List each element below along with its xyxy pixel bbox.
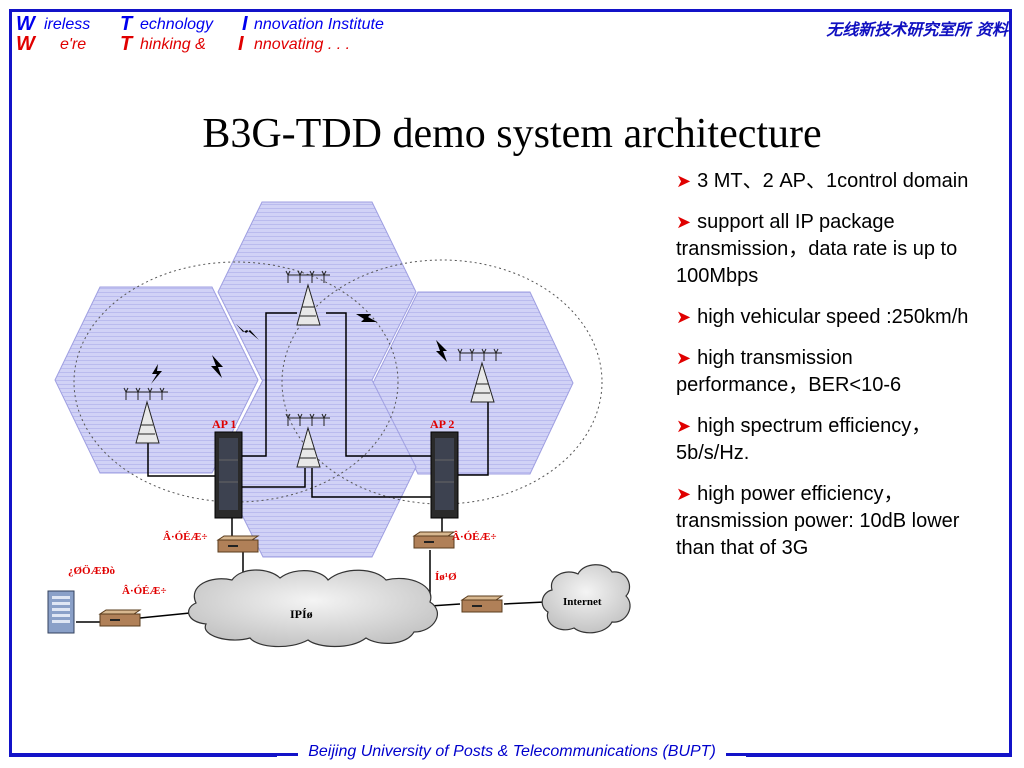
hex-top bbox=[217, 201, 417, 381]
logo-word-3: nnovation Institute bbox=[254, 16, 384, 33]
footer: Beijing University of Posts & Telecommun… bbox=[0, 743, 1024, 761]
ap2-label: AP 2 bbox=[430, 417, 454, 431]
logo-word-1: ireless bbox=[44, 16, 91, 33]
hex-left bbox=[54, 286, 259, 474]
router-left bbox=[216, 535, 260, 553]
chinese-header: 无线新技术研究室所 资料 bbox=[826, 20, 1008, 39]
feature-item: ➤high power efficiency，transmission powe… bbox=[676, 481, 986, 562]
cell-hexagons bbox=[54, 201, 574, 558]
wireless-signals bbox=[151, 314, 447, 384]
feature-text: high power efficiency，transmission power… bbox=[676, 483, 960, 559]
router-right bbox=[412, 531, 456, 549]
arrow-bullet-icon: ➤ bbox=[676, 212, 692, 232]
logo-word-4: e're bbox=[60, 36, 87, 53]
tower-left bbox=[123, 387, 168, 444]
feature-item: ➤support all IP package transmission，dat… bbox=[676, 209, 986, 290]
tower-right bbox=[457, 348, 502, 403]
ip-network-cloud bbox=[188, 569, 438, 648]
feature-item: ➤3 MT、2 AP、1control domain bbox=[676, 168, 986, 195]
gateway-label: Íø¹Ø bbox=[435, 571, 457, 583]
arrow-bullet-icon: ➤ bbox=[676, 348, 692, 368]
router-gateway bbox=[460, 595, 504, 613]
coverage-circles bbox=[73, 259, 603, 505]
computer-icon bbox=[47, 590, 75, 634]
lightning-icon bbox=[151, 364, 162, 384]
logo-word-2: echnology bbox=[140, 16, 213, 33]
logo-word-6: nnovating . . . bbox=[254, 36, 351, 53]
feature-list: ➤3 MT、2 AP、1control domain ➤support all … bbox=[676, 168, 986, 576]
tower-center bbox=[285, 413, 330, 468]
arrow-bullet-icon: ➤ bbox=[676, 416, 692, 436]
coverage-ap2 bbox=[281, 259, 603, 505]
ap1-label: AP 1 bbox=[212, 417, 236, 431]
internet-cloud bbox=[541, 564, 631, 634]
antenna-towers bbox=[123, 270, 502, 468]
feature-text: high spectrum efficiency，5b/s/Hz. bbox=[676, 415, 932, 464]
arrow-bullet-icon: ➤ bbox=[676, 484, 692, 504]
logo-word-5: hinking & bbox=[140, 36, 206, 53]
footer-rule-left bbox=[9, 754, 277, 757]
feature-item: ➤high vehicular speed :250km/h bbox=[676, 304, 986, 331]
slide-title: B3G-TDD demo system architecture bbox=[202, 111, 822, 157]
ap2-rack bbox=[430, 431, 459, 519]
lightning-icon bbox=[436, 340, 447, 362]
router-host bbox=[98, 609, 142, 627]
feature-text: 3 MT、2 AP、1control domain bbox=[697, 170, 969, 192]
arrow-bullet-icon: ➤ bbox=[676, 171, 692, 191]
feature-item: ➤high transmission performance，BER<10-6 bbox=[676, 345, 986, 399]
router-host-label: Â·ÓÉÆ÷ bbox=[122, 585, 167, 597]
internet-label: Internet bbox=[563, 596, 602, 608]
tower-top bbox=[285, 270, 330, 326]
feature-text: high transmission performance，BER<10-6 bbox=[676, 347, 902, 396]
feature-item: ➤high spectrum efficiency，5b/s/Hz. bbox=[676, 413, 986, 467]
lightning-icon bbox=[356, 314, 377, 322]
router-right-label: Â·ÓÉÆ÷ bbox=[452, 531, 497, 543]
ap1-rack bbox=[214, 431, 243, 519]
ip-network-label: IPÍø bbox=[290, 607, 313, 621]
coverage-ap1 bbox=[73, 261, 399, 503]
feature-text: support all IP package transmission，data… bbox=[676, 211, 958, 287]
router-left-label: Â·ÓÉÆ÷ bbox=[163, 531, 208, 543]
arrow-bullet-icon: ➤ bbox=[676, 307, 692, 327]
host-label: ¿ØÖÆÐò bbox=[68, 564, 116, 577]
footer-text: Beijing University of Posts & Telecommun… bbox=[298, 743, 726, 761]
feature-text: high vehicular speed :250km/h bbox=[697, 306, 969, 328]
lightning-icon bbox=[211, 355, 223, 378]
footer-rule-right bbox=[746, 754, 1012, 757]
